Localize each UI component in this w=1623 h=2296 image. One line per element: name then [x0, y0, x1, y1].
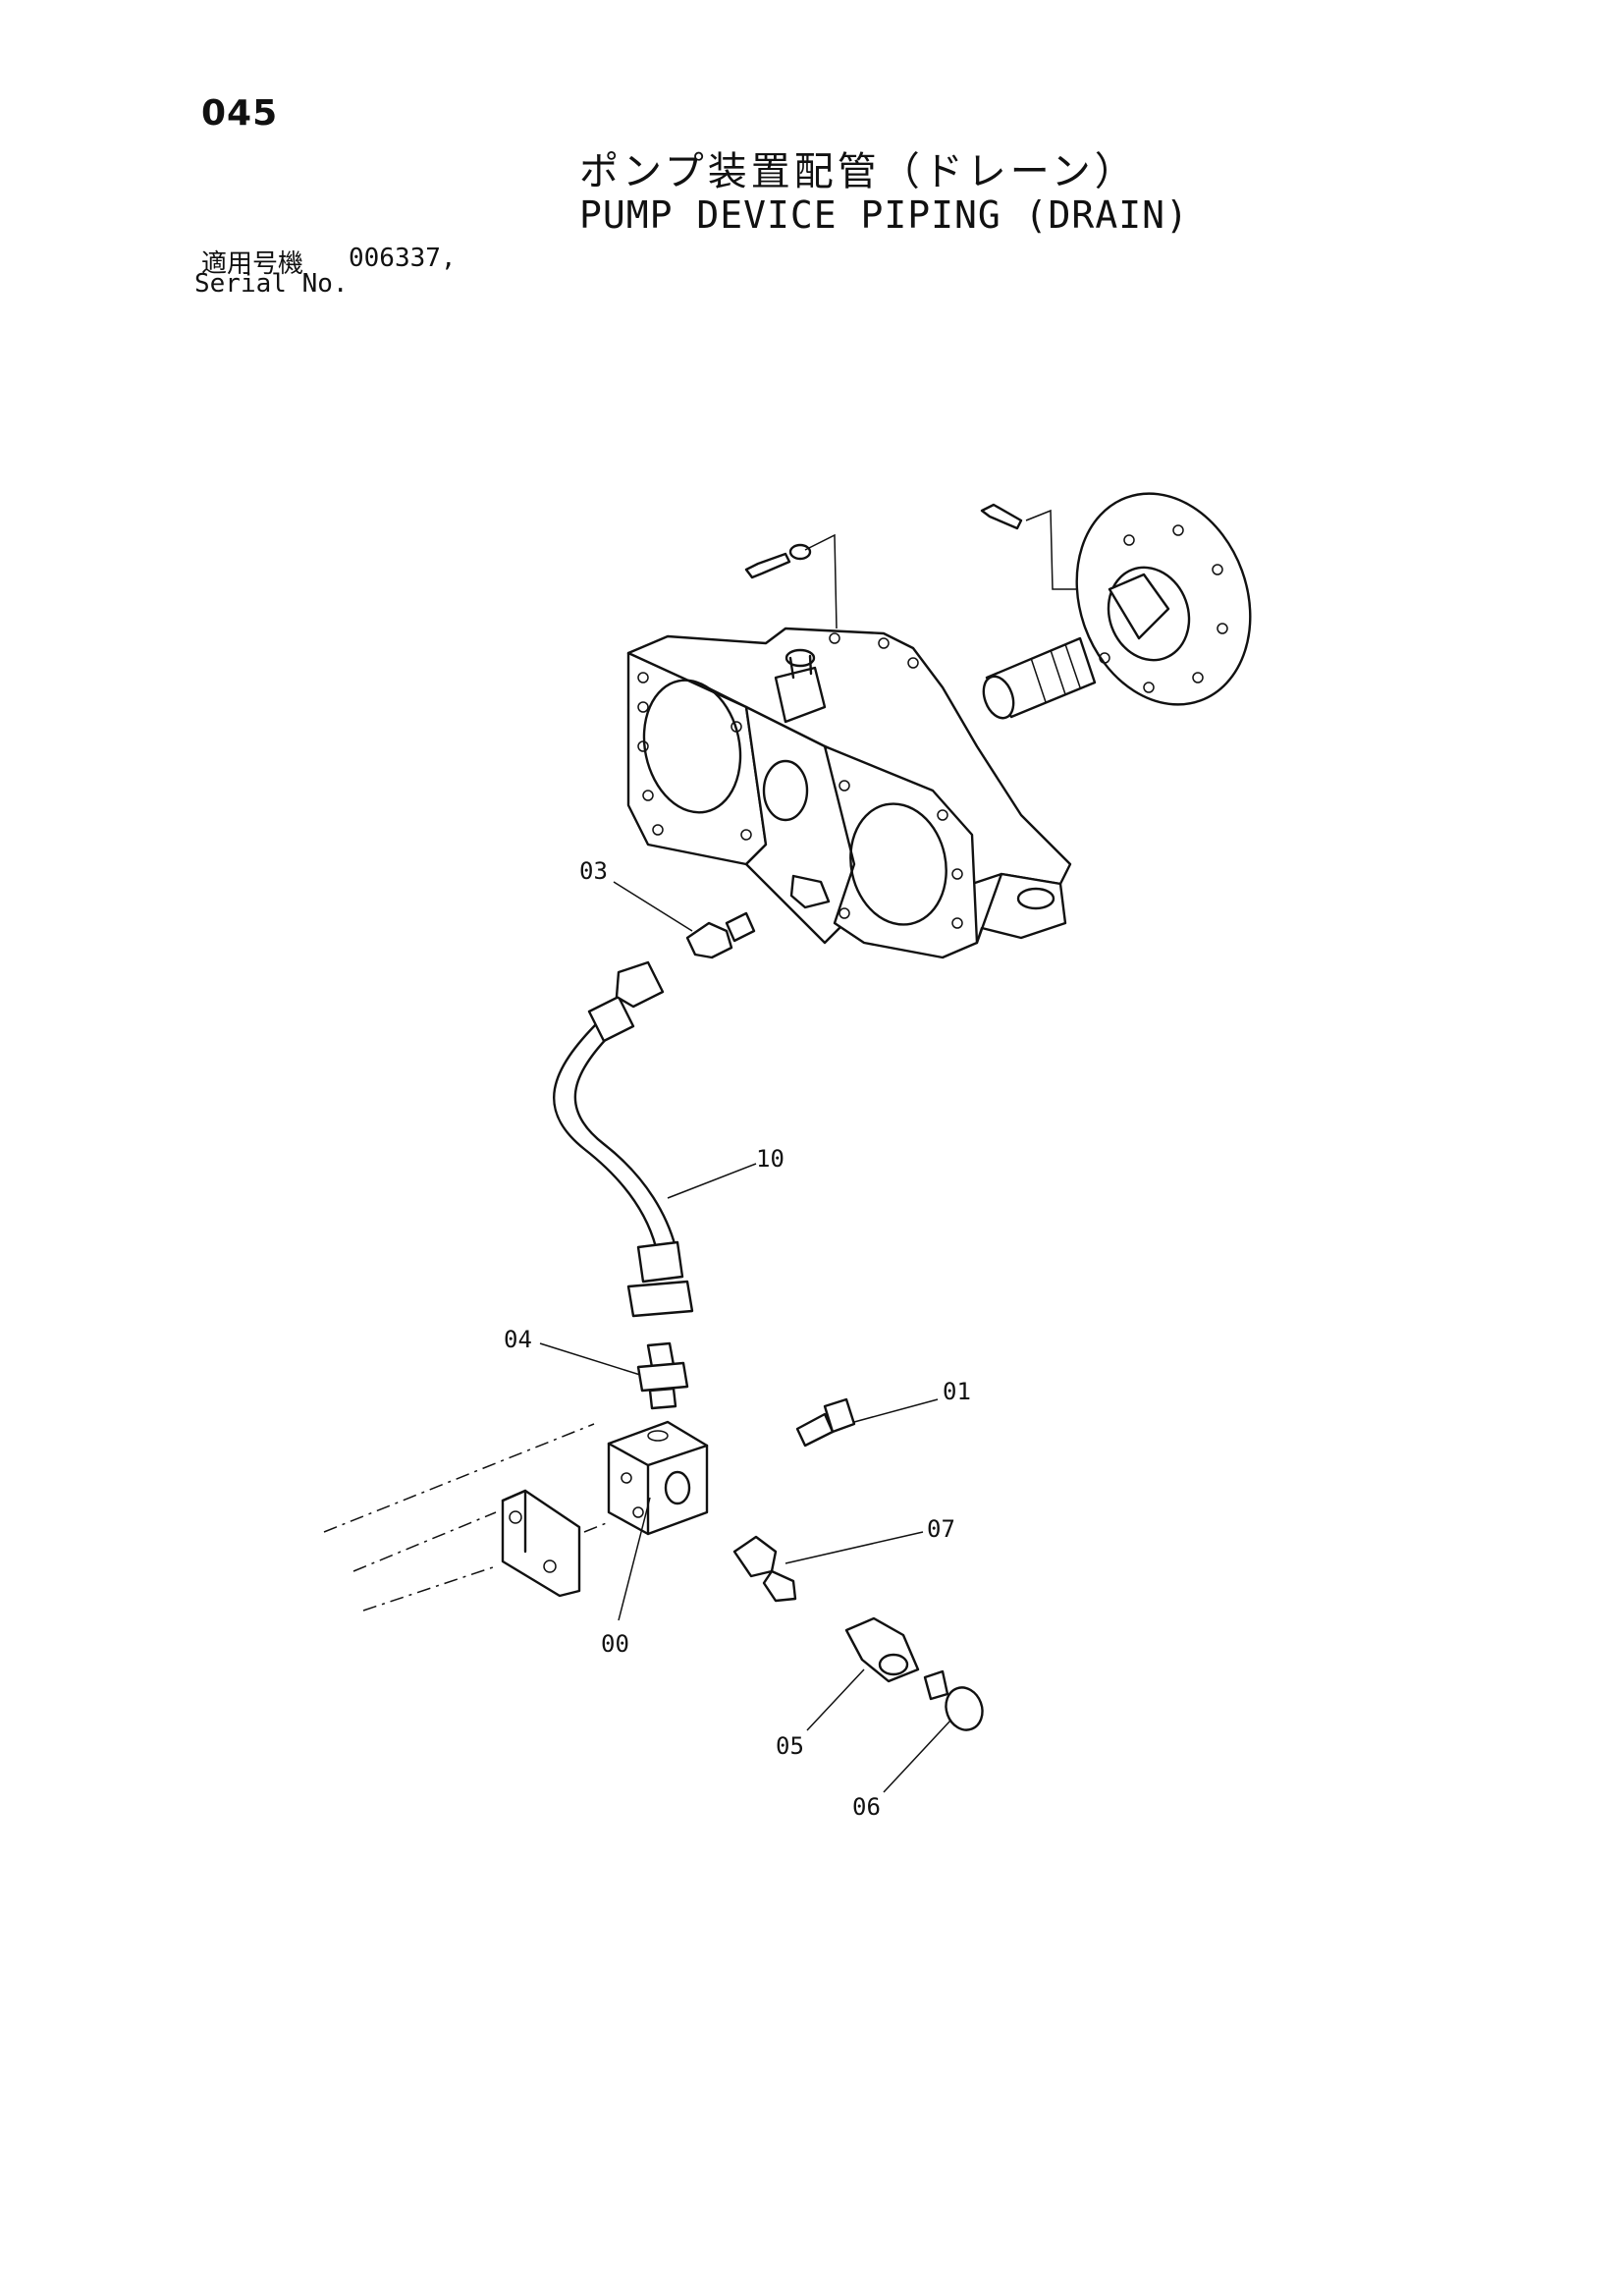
serial-label-japanese: 適用号機	[201, 249, 304, 279]
flange-bolt-drawing	[980, 503, 1090, 590]
drive-flange-drawing	[1075, 492, 1252, 706]
part-04-adapter-drawing	[636, 1341, 689, 1410]
part-03-elbow-drawing	[685, 911, 756, 959]
callout-10: 10	[756, 1145, 784, 1173]
callout-05: 05	[776, 1732, 804, 1760]
callout-03-leader	[613, 881, 693, 932]
top-bolt-washer-drawing	[744, 533, 838, 629]
callout-01-leader	[853, 1398, 939, 1423]
part-06-bolt-drawing	[923, 1669, 984, 1731]
spline-shaft-drawing	[982, 636, 1097, 720]
callout-00: 00	[601, 1630, 629, 1658]
callout-07-leader	[784, 1531, 924, 1564]
callout-06-leader	[883, 1720, 951, 1793]
part-00-block-drawing	[501, 1420, 709, 1598]
page-number: 045	[201, 93, 279, 134]
part-05-banjo-drawing	[844, 1616, 920, 1683]
callout-10-leader	[667, 1163, 757, 1199]
part-01-fitting-drawing	[795, 1397, 856, 1448]
callout-00-leader	[618, 1497, 651, 1621]
part-07-elbow-drawing	[732, 1535, 797, 1603]
frame-centerlines	[323, 1423, 610, 1612]
pump-housing-drawing	[626, 627, 1072, 959]
callout-07: 07	[927, 1515, 955, 1543]
callout-05-leader	[806, 1668, 865, 1731]
page-title-english: PUMP DEVICE PIPING (DRAIN)	[579, 193, 1189, 237]
page-title-japanese: ポンプ装置配管（ドレーン）	[579, 149, 1138, 194]
part-10-hose-drawing	[552, 960, 694, 1318]
callout-01: 01	[943, 1378, 971, 1405]
serial-label-english: Serial No.	[194, 269, 349, 299]
serial-number-value: 006337,	[349, 244, 457, 273]
callout-04-leader	[539, 1342, 641, 1376]
callout-03: 03	[579, 857, 608, 885]
callout-04: 04	[504, 1326, 532, 1353]
callout-06: 06	[852, 1793, 881, 1821]
